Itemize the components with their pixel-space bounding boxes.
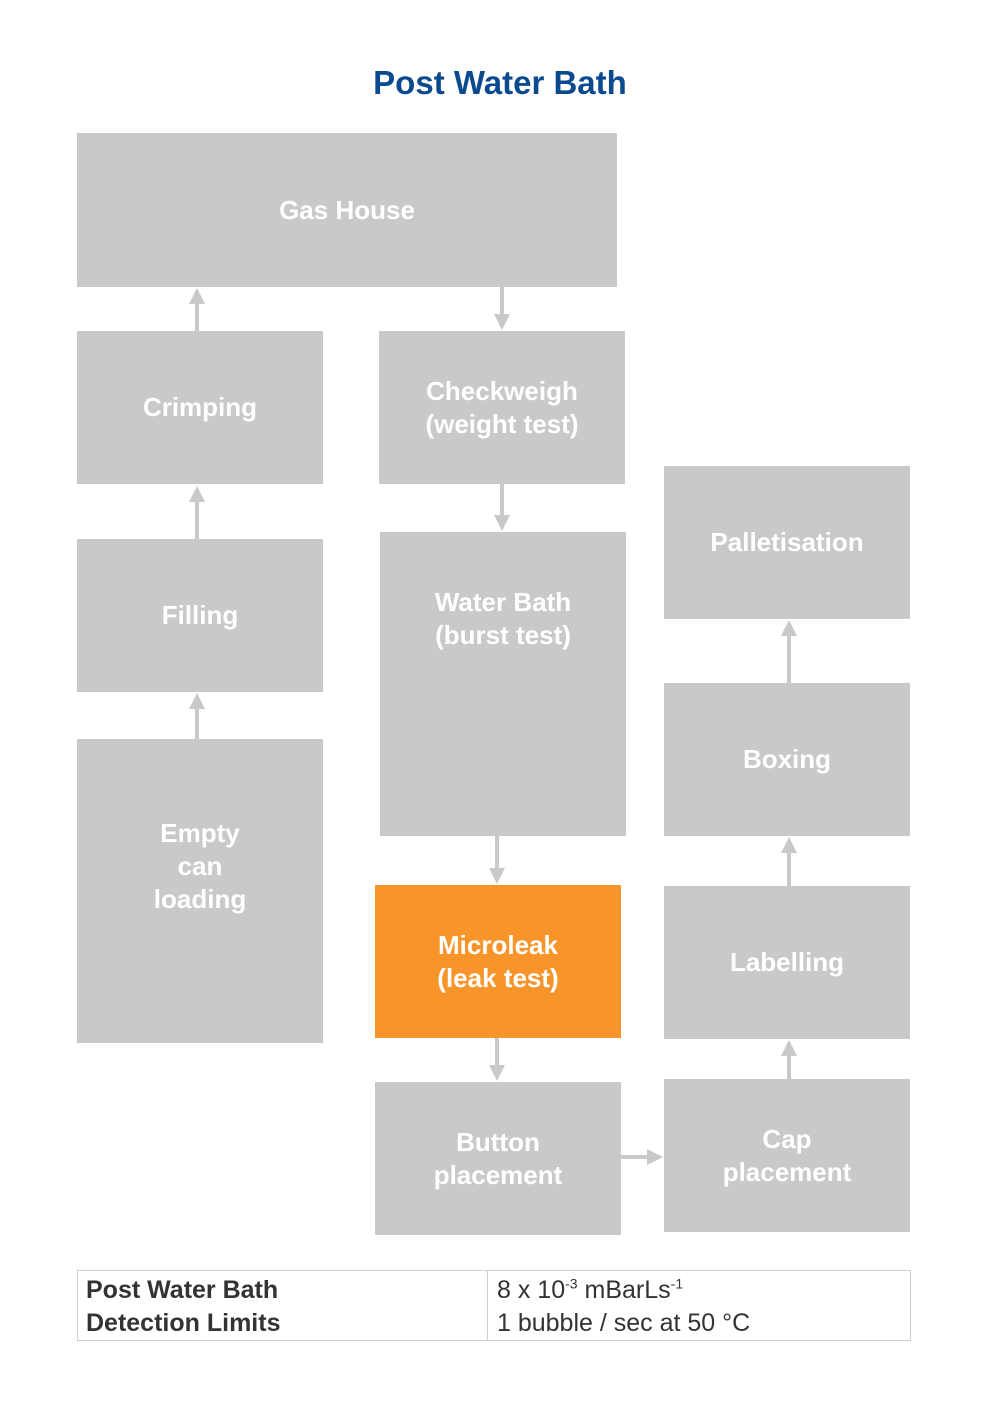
box-labelling: Labelling [664,886,910,1039]
value1-unit: mBarLs [577,1276,671,1304]
value1-exp: -3 [565,1275,578,1292]
diagram-title: Post Water Bath [373,64,627,101]
value1-base: 8 x 10 [497,1276,566,1304]
table-label-cell: Post Water Bath Detection Limits [78,1271,488,1340]
box-button-placement: Button placement [375,1082,621,1235]
box-boxing: Boxing [664,683,910,836]
value1-unit-exp: -1 [670,1275,684,1292]
box-empty-can-loading: Empty can loading [77,739,323,1043]
table-value-cell: 8 x 10-3 mBarLs-1 1 bubble / sec at 50 °… [488,1271,910,1340]
box-checkweigh: Checkweigh (weight test) [379,331,625,484]
table-value-line2: 1 bubble / sec at 50 °C [497,1309,751,1337]
box-filling: Filling [77,539,323,692]
table-label-line1: Post Water Bath [86,1276,279,1304]
table-label-line2: Detection Limits [86,1309,281,1337]
box-cap-placement: Cap placement [664,1079,910,1232]
box-gas-house: Gas House [77,133,617,287]
table-value-line1: 8 x 10-3 mBarLs-1 [497,1274,901,1307]
box-water-bath: Water Bath (burst test) [380,532,626,836]
detection-limits-table: Post Water Bath Detection Limits 8 x 10-… [77,1270,911,1341]
box-microleak: Microleak (leak test) [375,885,621,1038]
box-crimping: Crimping [77,331,323,484]
box-palletisation: Palletisation [664,466,910,619]
